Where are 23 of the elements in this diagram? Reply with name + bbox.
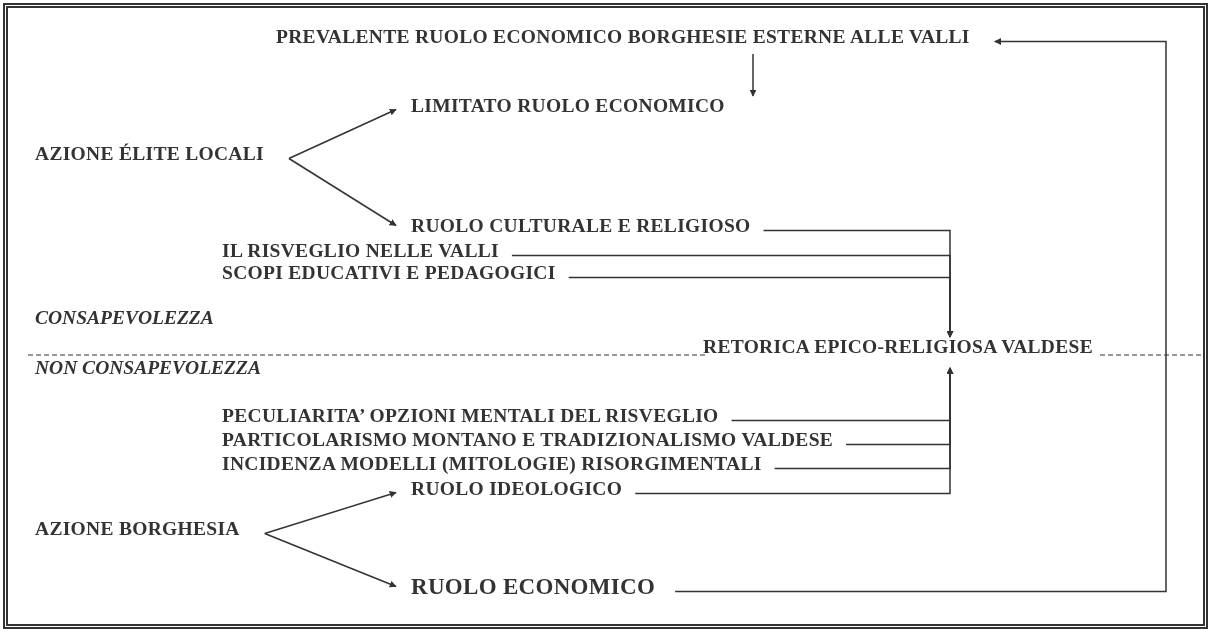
arrow xyxy=(634,367,954,495)
arrow xyxy=(567,276,954,338)
arrow xyxy=(288,108,397,160)
node-text: PECULIARITA’ OPZIONI MENTALI DEL RISVEGLIO xyxy=(222,405,719,426)
node-text: RUOLO CULTURALE E RELIGIOSO xyxy=(411,215,751,236)
arrow xyxy=(264,491,397,535)
node-text: PARTICOLARISMO MONTANO E TRADIZIONALISMO VALDESE xyxy=(222,429,834,450)
section-label: CONSAPEVOLEZZA xyxy=(35,307,214,328)
node-text: RUOLO ECONOMICO xyxy=(411,576,656,597)
node-text: AZIONE ÉLITE LOCALI xyxy=(35,143,264,164)
node-text: PREVALENTE RUOLO ECONOMICO BORGHESIE ESTERNE ALLE VALLI xyxy=(276,26,970,47)
node-text: AZIONE BORGHESIA xyxy=(35,518,240,539)
arrow xyxy=(674,38,1167,593)
node-text: IL RISVEGLIO NELLE VALLI xyxy=(222,240,499,261)
arrow xyxy=(288,157,397,227)
node-text: SCOPI EDUCATIVI E PEDAGOGICI xyxy=(222,262,556,283)
arrow xyxy=(264,532,397,588)
node-text: RUOLO IDEOLOGICO xyxy=(411,478,623,499)
section-label: NON CONSAPEVOLEZZA xyxy=(35,357,261,378)
node-text: INCIDENZA MODELLI (MITOLOGIE) RISORGIMENTALI xyxy=(222,453,762,474)
node-text: RETORICA EPICO-RELIGIOSA VALDESE xyxy=(703,336,1093,357)
arrow xyxy=(749,53,757,97)
node-text: LIMITATO RUOLO ECONOMICO xyxy=(411,95,725,116)
